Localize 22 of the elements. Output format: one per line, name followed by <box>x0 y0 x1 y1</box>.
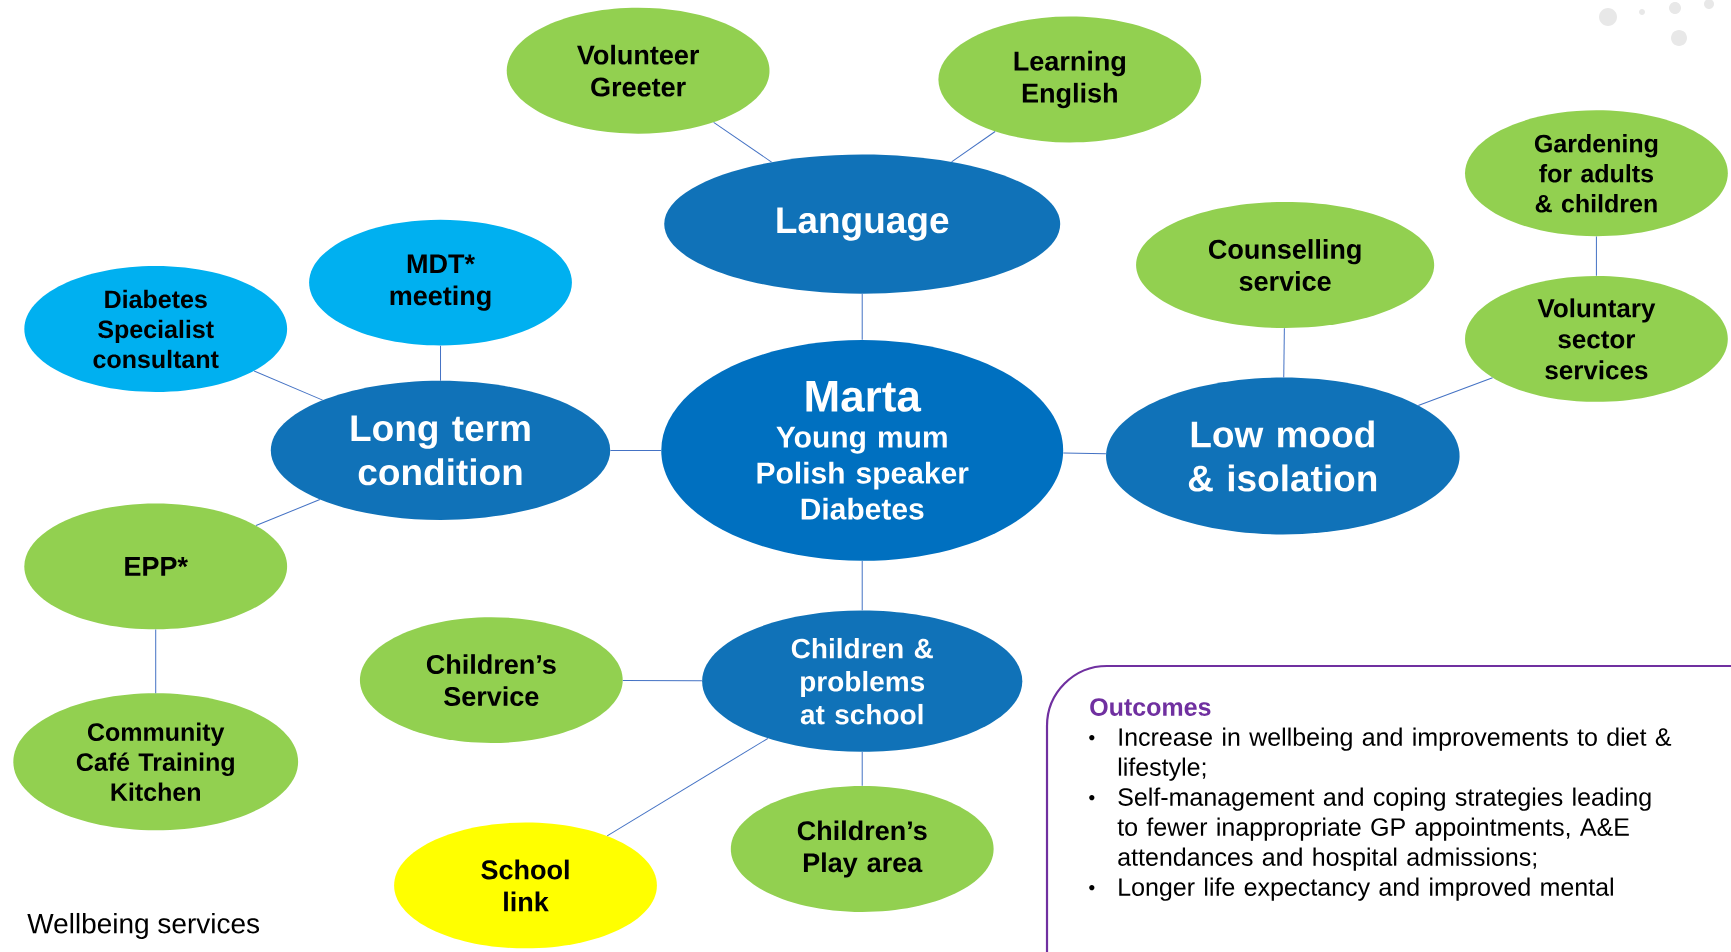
connector-line <box>253 370 324 401</box>
connector-line <box>155 629 157 694</box>
connector-line <box>255 499 321 527</box>
connector-line <box>440 345 441 382</box>
bullet-item: Self-management and coping strategies leading to fewer inappropriate GP appointments, A&E attendances and hospital admissions; <box>1089 787 1651 871</box>
connector-line <box>861 751 863 787</box>
connector-line <box>1595 235 1597 277</box>
connector-line <box>1417 377 1494 406</box>
bullet-item: Increase in wellbeing and improvements to diet & lifestyle; <box>1089 727 1672 781</box>
connector-line <box>861 560 863 611</box>
bullet-item: Longer life expectancy and improved mental <box>1089 877 1613 901</box>
connector-line <box>622 680 703 682</box>
connector-line <box>606 737 769 837</box>
connector-line <box>951 131 996 163</box>
connector-line <box>609 449 662 451</box>
connector-line <box>713 121 773 163</box>
connector-line <box>1062 452 1107 455</box>
connector-line <box>1283 327 1285 378</box>
heading: Outcomes <box>1090 698 1211 716</box>
outcomes-panel <box>1045 664 1731 952</box>
connector-line <box>861 293 863 341</box>
footer-text: Wellbeing services <box>27 912 260 940</box>
